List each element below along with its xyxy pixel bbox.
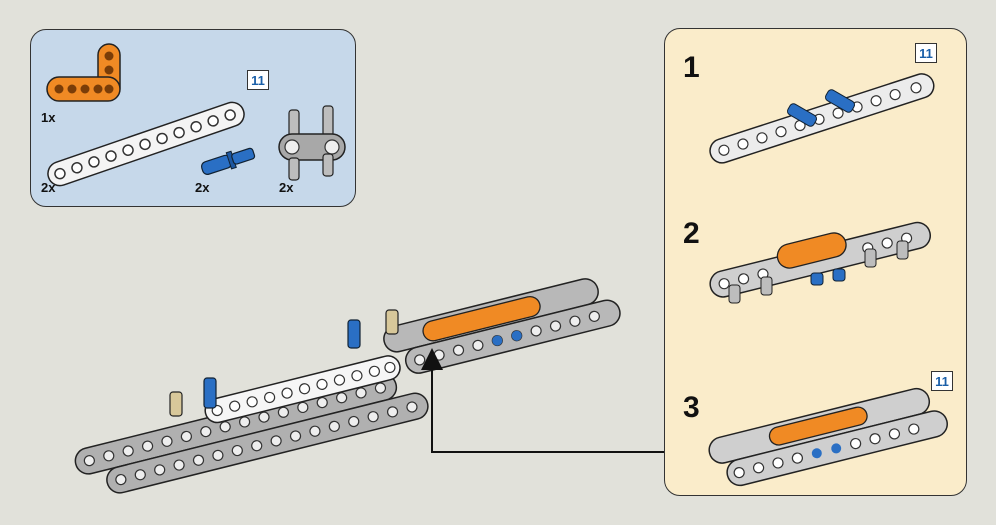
orange-l-beam-icon <box>46 43 121 102</box>
white-beam-icon <box>47 101 245 187</box>
substep-3-illustration <box>708 387 948 487</box>
substep-number-1: 1 <box>683 51 700 84</box>
main-assembly-illustration <box>74 278 664 494</box>
substep-1-illustration <box>709 73 935 164</box>
gray-connector-icon <box>278 105 346 181</box>
length-badge-step-3: 11 <box>931 371 953 391</box>
substep-number-3: 3 <box>683 391 700 424</box>
substep-2-illustration <box>709 221 931 304</box>
substep-number-2: 2 <box>683 217 700 250</box>
length-badge-step-1: 11 <box>915 43 937 63</box>
quantity-gray-connector: 2x <box>279 180 294 195</box>
quantity-orange-l-beam: 1x <box>41 110 56 125</box>
quantity-blue-pin: 2x <box>195 180 210 195</box>
substeps-panel: 1 11 2 3 11 <box>664 28 967 496</box>
parts-list-panel: 1x 11 2x 2x 2x <box>30 29 356 207</box>
quantity-white-beam: 2x <box>41 180 56 195</box>
blue-axle-pin-icon <box>200 147 256 175</box>
length-badge-parts: 11 <box>247 70 269 90</box>
